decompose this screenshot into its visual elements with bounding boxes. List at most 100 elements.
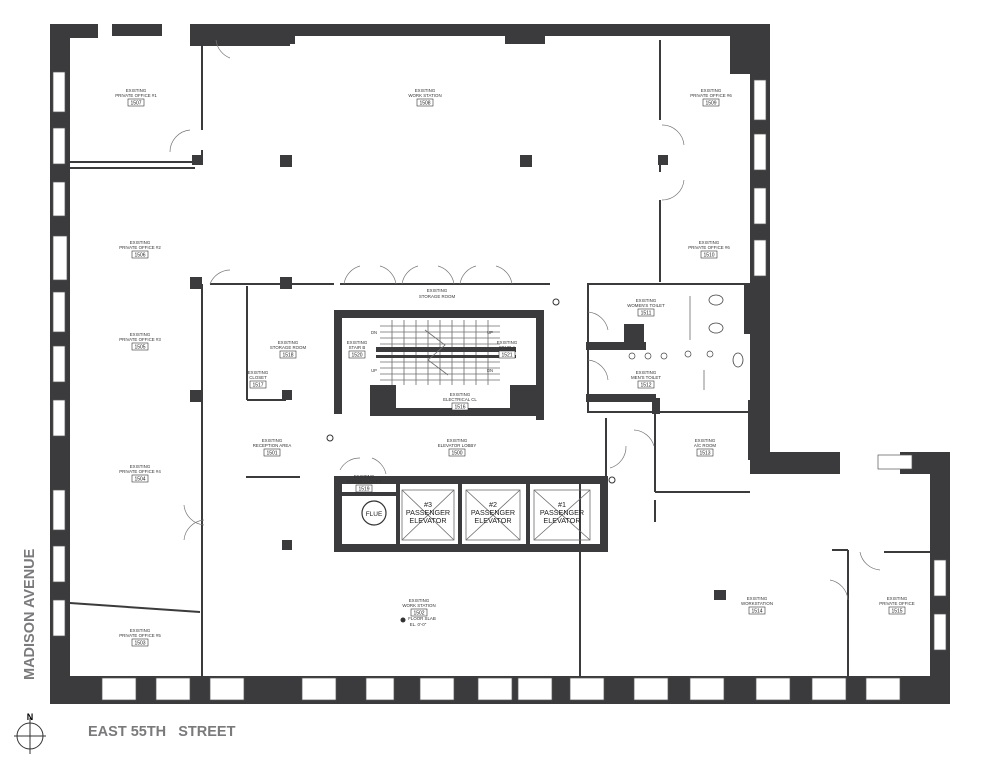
room-number-box — [131, 638, 149, 647]
elevator-2-line-2: ELEVATOR — [474, 516, 511, 525]
exterior-walls — [50, 24, 950, 704]
room-label-name: PRIVATE OFFICE #3 — [119, 337, 161, 342]
room-number-box — [498, 350, 516, 359]
room-label-name: PRIVATE OFFICE #5 — [119, 633, 161, 638]
marker-circle — [326, 434, 334, 442]
room-number: 1511 — [641, 311, 652, 317]
room-label-name: PRIVATE OFFICE #1 — [115, 93, 157, 98]
room-label-existing: EXISTING — [409, 598, 430, 603]
north-arrow-icon: N — [14, 712, 46, 754]
room-number-box — [637, 380, 655, 389]
room-label-existing: EXISTING — [262, 438, 283, 443]
left-windows — [52, 71, 68, 637]
bottom-windows — [101, 677, 901, 701]
room-label-existing: EXISTING — [636, 370, 657, 375]
room-label-name: PRIVATE OFFICE #6 — [688, 245, 730, 250]
room-number: 1510 — [703, 253, 714, 259]
room-number-box — [748, 606, 766, 615]
room-number-box — [696, 448, 714, 457]
room-number: 1509 — [705, 101, 716, 107]
elevator-core — [334, 476, 608, 552]
room-label-existing: EXISTING — [887, 596, 908, 601]
room-label-name: PHONE CLOSET — [347, 479, 382, 484]
room-number-box — [410, 608, 428, 617]
room-number: 1520 — [351, 353, 362, 359]
flue-label: FLUE — [366, 511, 383, 518]
room-label-existing: EXISTING — [497, 340, 518, 345]
room-number: 1515 — [891, 609, 902, 615]
stair-dn-mark-1: DN — [371, 330, 377, 335]
room-number: 1506 — [134, 253, 145, 259]
room-label-existing: EXISTING — [695, 438, 716, 443]
room-label-name: PRIVATE OFFICE #6 — [690, 93, 732, 98]
storage-corridor-label-1: EXISTING — [427, 288, 448, 293]
room-number-box — [263, 448, 281, 457]
room-number: 1507 — [130, 101, 141, 107]
stair-core — [334, 310, 544, 420]
storage-corridor-label-2: STORAGE ROOM — [419, 294, 456, 299]
room-label-name: MEN'S TOILET — [631, 375, 661, 380]
room-label-existing: EXISTING — [278, 340, 299, 345]
room-number-box — [131, 342, 149, 351]
room-number-box — [249, 380, 267, 389]
room-label-existing: EXISTING — [354, 474, 375, 479]
room-label-name: WORK STATION — [402, 603, 435, 608]
east-55th-street-label: EAST 55TH STREET — [88, 724, 236, 740]
floor-slab-label: FLOOR SLAB — [408, 616, 436, 621]
room-label-existing: EXISTING — [248, 370, 269, 375]
room-label-name: RECEPTION AREA — [253, 443, 292, 448]
room-number: 1505 — [134, 345, 145, 351]
elevator-1-line-1: PASSENGER — [540, 508, 584, 517]
room-label-existing: EXISTING — [450, 392, 471, 397]
room-label-existing: EXISTING — [699, 240, 720, 245]
elevator-3-number: #3 — [424, 500, 432, 509]
room-number: 1514 — [751, 609, 762, 615]
room-label-existing: EXISTING — [130, 332, 151, 337]
room-number-box — [451, 402, 469, 411]
room-label-existing: EXISTING — [447, 438, 468, 443]
room-label-name: STORAGE ROOM — [270, 345, 307, 350]
room-label-name: STAIR B — [349, 345, 366, 350]
room-label-existing: EXISTING — [126, 88, 147, 93]
elevator-2-line-1: PASSENGER — [471, 508, 515, 517]
columns — [190, 155, 764, 600]
room-label-name: ELEVATOR LOBBY — [438, 443, 477, 448]
room-number-box — [702, 98, 720, 107]
right-windows — [753, 79, 947, 651]
room-number: 1521 — [501, 353, 512, 359]
room-number: 1512 — [640, 383, 651, 389]
room-number: 1504 — [134, 477, 145, 483]
room-label-existing: EXISTING — [130, 464, 151, 469]
elevator-2-number: #2 — [489, 500, 497, 509]
room-number-box — [131, 250, 149, 259]
room-number-box — [127, 98, 145, 107]
room-number-box — [888, 606, 906, 615]
floor-slab-elevation: EL. 0'-0" — [410, 622, 427, 627]
room-label-name: PRIVATE OFFICE — [879, 601, 915, 606]
north-label: N — [27, 712, 34, 722]
room-label-existing: EXISTING — [130, 628, 151, 633]
room-number-box — [637, 308, 655, 317]
room-number-box — [700, 250, 718, 259]
room-number: 1508 — [419, 101, 430, 107]
room-label-existing: EXISTING — [415, 88, 436, 93]
stair-up-mark-1: UP — [371, 368, 377, 373]
room-label-name: PRIVATE OFFICE #4 — [119, 469, 161, 474]
room-label-name: CLOSET — [249, 375, 267, 380]
